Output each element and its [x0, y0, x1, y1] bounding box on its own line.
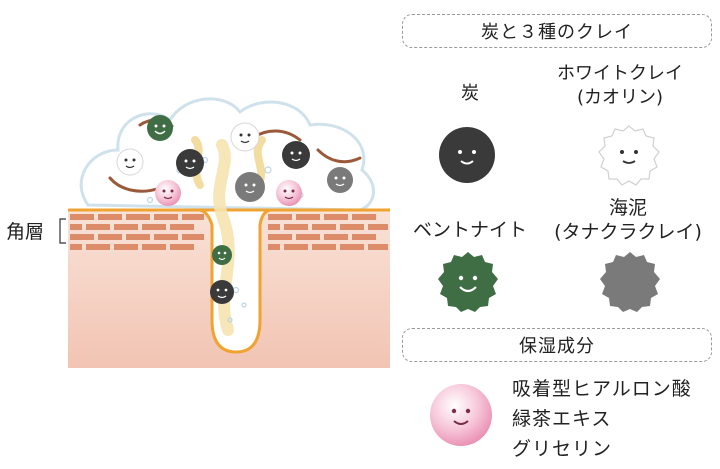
moisture-ingredient: グリセリン — [512, 438, 613, 460]
white-clay-label: ホワイトクレイ (カオリン) — [557, 63, 683, 108]
particle-sea-mud — [327, 167, 353, 193]
sea-mud-ball-icon — [600, 252, 660, 312]
pore — [199, 208, 271, 354]
stratum-corneum-bricks — [70, 214, 388, 250]
charcoal-label: 炭 — [461, 83, 479, 104]
skin-pore-diagram — [59, 97, 390, 368]
particle-moisture — [276, 180, 302, 206]
particle-white-clay — [230, 122, 260, 152]
particle-moisture — [155, 180, 181, 206]
layer-bracket — [59, 218, 66, 244]
particle-charcoal — [210, 280, 234, 304]
particle-sea-mud — [235, 172, 265, 202]
clays-title: 炭と３種のクレイ — [402, 14, 712, 48]
charcoal-ball-icon — [439, 127, 495, 183]
moisture-ball-icon — [430, 384, 492, 446]
skin-layer-label: 角層 — [6, 221, 45, 243]
moisture-ingredient: 緑茶エキス — [512, 408, 612, 430]
sea-mud-label: 海泥 (タナクラクレイ) — [554, 197, 702, 243]
bentonite-ball-icon — [438, 252, 498, 312]
particle-charcoal — [282, 141, 310, 169]
particle-white-clay — [116, 148, 144, 176]
white-clay-ball-icon — [598, 125, 660, 186]
particle-bentonite — [212, 245, 232, 265]
moisture-title: 保湿成分 — [402, 328, 712, 362]
particle-charcoal — [176, 149, 204, 177]
particle-bentonite — [147, 115, 173, 141]
moisture-ingredient: 吸着型ヒアルロン酸 — [512, 378, 692, 400]
bentonite-label: ベントナイト — [412, 219, 527, 241]
